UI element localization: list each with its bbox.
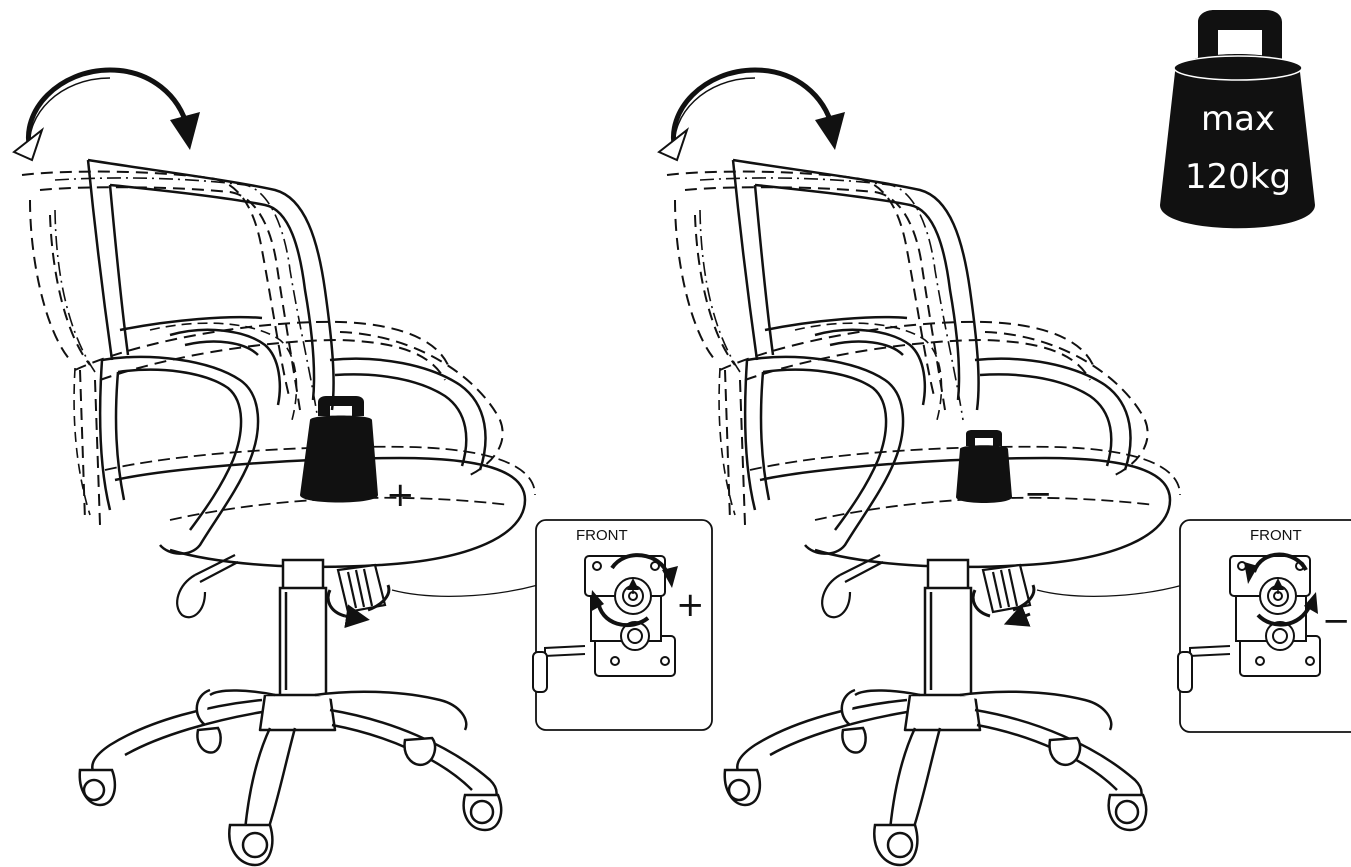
front-label-right: FRONT: [1250, 527, 1302, 544]
right-callout: FRONT −: [1178, 520, 1351, 732]
max-label: max: [1201, 99, 1275, 139]
decrease-sign: −: [1024, 474, 1053, 514]
max-load-weight-icon: max 120kg: [1160, 10, 1315, 228]
weight-icon-large: [300, 396, 378, 503]
weight-icon-small: [956, 430, 1012, 503]
right-chair-diagram: [659, 70, 1183, 865]
max-weight-value: 120kg: [1185, 157, 1291, 197]
left-callout: FRONT +: [533, 520, 712, 730]
increase-sign: +: [386, 475, 415, 515]
callout-increase-sign: +: [676, 585, 705, 625]
left-chair-diagram: [14, 70, 538, 865]
callout-decrease-sign: −: [1322, 601, 1351, 641]
front-label: FRONT: [576, 527, 628, 544]
